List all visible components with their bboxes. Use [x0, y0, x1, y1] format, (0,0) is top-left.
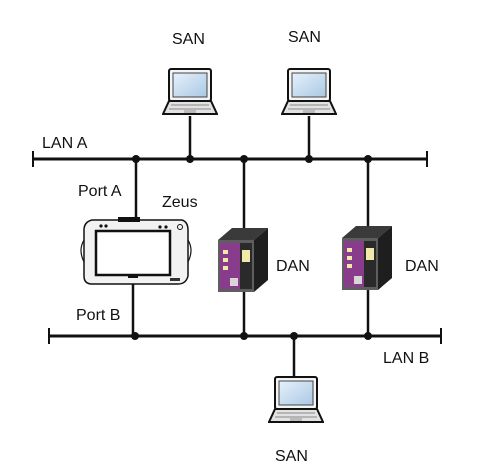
dan-label-2: DAN [405, 258, 439, 275]
junction-nodes [131, 155, 372, 340]
junction-node [364, 155, 372, 163]
dan-device-1-icon [218, 228, 268, 292]
lan-a-label: LAN A [42, 135, 88, 152]
san-laptop-3-icon [268, 376, 324, 423]
san-label-3: SAN [275, 448, 308, 465]
zeus-device-icon [80, 217, 192, 285]
lan-a-bus [32, 151, 428, 167]
junction-node [240, 332, 248, 340]
dan-device-2-icon [342, 226, 392, 290]
port-a-label: Port A [78, 183, 122, 200]
junction-node [305, 155, 313, 163]
junction-node [364, 332, 372, 340]
junction-node [186, 155, 194, 163]
junction-node [240, 155, 248, 163]
san-label-2: SAN [288, 29, 321, 46]
san-label-1: SAN [172, 31, 205, 48]
junction-node [131, 332, 139, 340]
junction-node [290, 332, 298, 340]
dan-label-1: DAN [276, 258, 310, 275]
port-b-label: Port B [76, 307, 120, 324]
san-laptop-1-icon [162, 68, 218, 115]
lan-b-label: LAN B [383, 350, 429, 367]
san-laptop-2-icon [281, 68, 337, 115]
zeus-label: Zeus [162, 194, 198, 211]
junction-node [132, 155, 140, 163]
